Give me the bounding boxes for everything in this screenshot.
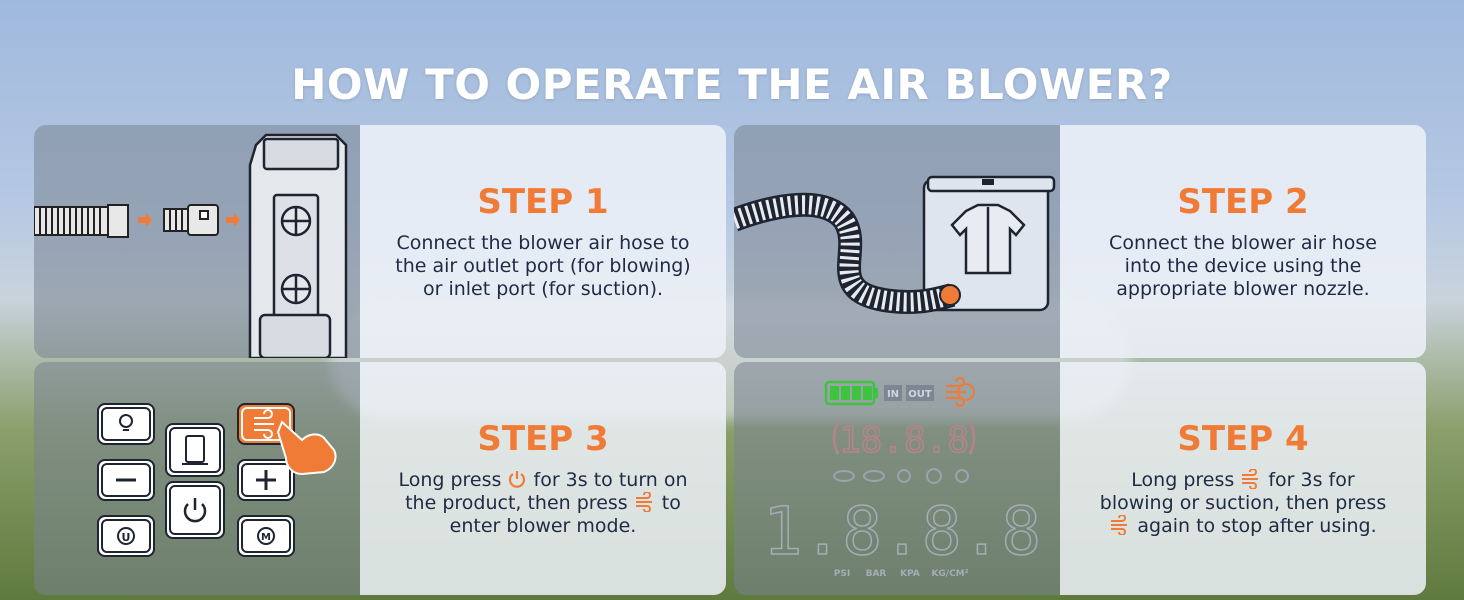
step-2-line: into the device using the <box>1124 255 1362 277</box>
step-1-title: STEP 1 <box>477 182 609 222</box>
step-3-illustration: U <box>34 362 360 595</box>
blower-fan-icon <box>1111 515 1128 535</box>
plus-button-icon <box>237 459 295 501</box>
step-4-illustration: IN OUT 18.8.8 1.8.8.8 <box>734 362 1060 595</box>
step-1-line: or inlet port (for suction). <box>422 278 664 300</box>
step-4-title: STEP 4 <box>1177 419 1309 459</box>
ball-icon <box>926 468 942 484</box>
device-button-icon <box>165 423 225 477</box>
nozzle-icon <box>163 204 219 236</box>
step-2-description: Connect the blower air hose into the dev… <box>1073 232 1413 301</box>
motorbike-icon <box>863 470 885 482</box>
step-3-text-fragment: the product, then press <box>405 492 628 514</box>
bottom-digits: 1.8.8.8 <box>763 493 1041 570</box>
arrow-right-icon <box>138 213 152 227</box>
step-4-line: Long press for 3s for <box>1073 469 1413 492</box>
step-3-line: the product, then press to <box>373 492 713 515</box>
svg-text:M: M <box>261 532 271 543</box>
top-digits: 18.8.8 <box>839 420 969 461</box>
step-3-text-fragment: for 3s to turn on <box>533 469 688 491</box>
minus-button-icon <box>97 459 155 501</box>
vacuum-bag-illustration <box>734 175 1056 315</box>
power-icon <box>509 471 526 488</box>
page-title: HOW TO OPERATE THE AIR BLOWER? <box>291 60 1173 109</box>
step-4-line: blowing or suction, then press <box>1099 492 1387 514</box>
blower-fan-icon <box>635 492 652 512</box>
hose-connection-illustration <box>34 133 348 358</box>
step-3-text-fragment: Long press <box>398 469 502 491</box>
step-2-line: Connect the blower air hose <box>1109 232 1377 254</box>
air-blower-device-icon <box>248 133 348 358</box>
in-label: IN <box>887 389 899 400</box>
control-panel-illustration: U <box>97 403 337 557</box>
unit-button-icon: U <box>97 515 155 557</box>
out-indicator: OUT <box>906 385 934 401</box>
shirt-icon <box>950 203 1026 275</box>
in-indicator: IN <box>884 385 902 401</box>
mode-button-icon: M <box>237 515 295 557</box>
step-1-description: Connect the blower air hose to the air o… <box>373 232 713 301</box>
arrow-right-icon <box>226 213 240 227</box>
step-3-text-area: STEP 3 Long press for 3s to turn on the … <box>360 362 726 595</box>
step-4-text-area: STEP 4 Long press for 3s for blowing or … <box>1060 362 1426 595</box>
step-3-panel: U <box>34 362 726 595</box>
lcd-display-illustration: IN OUT 18.8.8 1.8.8.8 <box>762 376 1042 579</box>
step-2-text-area: STEP 2 Connect the blower air hose into … <box>1060 125 1426 358</box>
unit-kpa: KPA <box>900 569 920 579</box>
step-2-line: appropriate blower nozzle. <box>1116 278 1370 300</box>
mode-icons-row <box>833 468 969 484</box>
step-1-panel: STEP 1 Connect the blower air hose to th… <box>34 125 726 358</box>
air-hose-icon <box>34 204 129 238</box>
step-4-text-fragment: again to stop after using. <box>1137 515 1377 537</box>
unit-psi: PSI <box>834 569 850 579</box>
light-button-icon <box>97 403 155 445</box>
step-4-text-fragment: for 3s for <box>1268 469 1355 491</box>
step-4-text-fragment: Long press <box>1131 469 1235 491</box>
step-1-illustration <box>34 125 360 358</box>
step-2-title: STEP 2 <box>1177 182 1309 222</box>
bike-icon <box>897 469 911 483</box>
pointing-hand-icon <box>276 420 337 476</box>
step-1-line: the air outlet port (for blowing) <box>395 255 691 277</box>
step-4-description: Long press for 3s for blowing or suction… <box>1073 469 1413 538</box>
step-3-title: STEP 3 <box>477 419 609 459</box>
power-button-icon <box>165 481 225 539</box>
step-3-line: enter blower mode. <box>449 515 637 537</box>
air-hose-icon <box>734 192 961 315</box>
step-2-illustration <box>734 125 1060 358</box>
step-1-line: Connect the blower air hose to <box>396 232 690 254</box>
battery-icon <box>824 380 878 406</box>
out-label: OUT <box>908 389 932 400</box>
blower-fan-icon <box>946 376 975 408</box>
svg-text:U: U <box>122 531 131 544</box>
custom-icon <box>955 469 969 483</box>
step-1-text-area: STEP 1 Connect the blower air hose to th… <box>360 125 726 358</box>
step-3-line: Long press for 3s to turn on <box>373 469 713 492</box>
step-4-line: again to stop after using. <box>1073 515 1413 538</box>
blower-fan-icon <box>1242 469 1259 489</box>
step-4-panel: IN OUT 18.8.8 1.8.8.8 <box>734 362 1426 595</box>
car-icon <box>833 470 855 482</box>
unit-kgcm: KG/CM² <box>931 569 968 579</box>
top-digits-display: 18.8.8 <box>832 419 976 462</box>
step-2-panel: STEP 2 Connect the blower air hose into … <box>734 125 1426 358</box>
unit-bar: BAR <box>866 569 887 579</box>
step-3-description: Long press for 3s to turn on the product… <box>373 469 713 538</box>
step-3-text-fragment: to <box>661 492 681 514</box>
